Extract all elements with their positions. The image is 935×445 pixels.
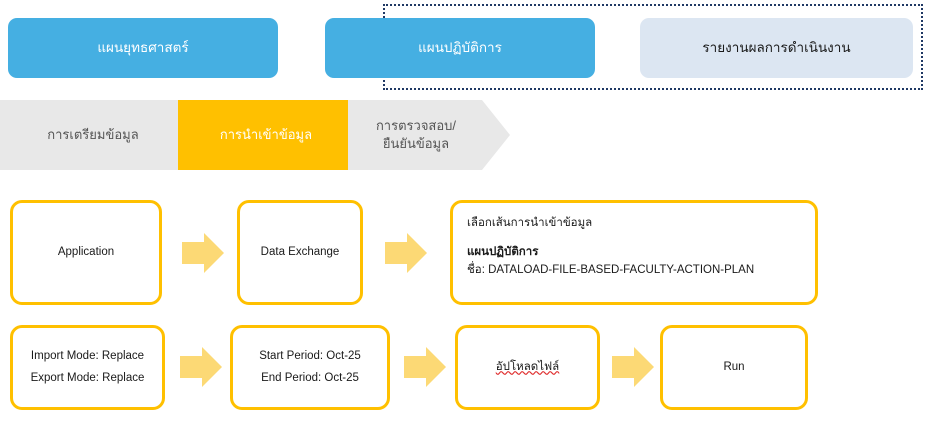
end-period-value: End Period: Oct-25 — [261, 371, 359, 384]
import-line-heading: เลือกเส้นการนำเข้าข้อมูล — [467, 217, 593, 229]
plan-selector-row: แผนยุทธศาสตร์ แผนปฏิบัติการ รายงานผลการด… — [0, 0, 935, 95]
step-prepare-data[interactable]: การเตรียมข้อมูล — [0, 100, 208, 170]
step-verify-data-line1: การตรวจสอบ/ — [375, 118, 457, 134]
arrow-head — [426, 347, 446, 387]
flow-box-application-label: Application — [57, 245, 115, 258]
tab-action-plan[interactable]: แผนปฏิบัติการ — [325, 18, 595, 78]
arrow-right-icon — [385, 233, 427, 273]
import-line-plan-name: แผนปฏิบัติการ — [467, 245, 539, 258]
export-mode-value: Export Mode: Replace — [30, 371, 145, 384]
arrow-shaft — [404, 356, 428, 378]
flow-box-run[interactable]: Run — [660, 325, 808, 410]
tab-progress-report-label: รายงานผลการดำเนินงาน — [702, 39, 851, 55]
arrow-shaft — [182, 242, 206, 264]
flow-box-data-exchange[interactable]: Data Exchange — [237, 200, 363, 305]
flow-box-upload-file-label: อัปโหลดไฟล์ — [495, 360, 560, 373]
flow-box-application[interactable]: Application — [10, 200, 162, 305]
arrow-head — [407, 233, 427, 273]
tab-strategic-plan[interactable]: แผนยุทธศาสตร์ — [8, 18, 278, 78]
flow-box-upload-file[interactable]: อัปโหลดไฟล์ — [455, 325, 600, 410]
arrow-right-icon — [612, 347, 654, 387]
arrow-right-icon — [180, 347, 222, 387]
arrow-head — [634, 347, 654, 387]
arrow-shaft — [612, 356, 636, 378]
flow-box-periods[interactable]: Start Period: Oct-25 End Period: Oct-25 — [230, 325, 390, 410]
step-verify-data-line2: ยืนยันข้อมูล — [382, 136, 450, 151]
start-period-value: Start Period: Oct-25 — [259, 349, 361, 362]
flow-box-data-exchange-label: Data Exchange — [260, 245, 340, 258]
arrow-head — [204, 233, 224, 273]
step-import-data-label: การนำเข้าข้อมูล — [219, 127, 313, 143]
tab-action-plan-label: แผนปฏิบัติการ — [418, 39, 502, 55]
arrow-right-icon — [182, 233, 224, 273]
flow-box-run-label: Run — [723, 360, 745, 373]
arrow-shaft — [180, 356, 204, 378]
flow-box-transfer-modes[interactable]: Import Mode: Replace Export Mode: Replac… — [10, 325, 165, 410]
step-prepare-data-label: การเตรียมข้อมูล — [47, 127, 139, 143]
workflow-step-bar: การเตรียมข้อมูล การนำเข้าข้อมูล การตรวจส… — [0, 100, 520, 170]
transfer-modes-stack: Import Mode: Replace Export Mode: Replac… — [13, 346, 162, 390]
import-mode-value: Import Mode: Replace — [30, 349, 145, 362]
periods-stack: Start Period: Oct-25 End Period: Oct-25 — [233, 346, 387, 390]
import-line-details: เลือกเส้นการนำเข้าข้อมูล แผนปฏิบัติการ ช… — [467, 215, 801, 279]
tab-strategic-plan-label: แผนยุทธศาสตร์ — [97, 39, 189, 55]
arrow-head — [202, 347, 222, 387]
step-import-data[interactable]: การนำเข้าข้อมูล — [178, 100, 378, 170]
step-verify-data[interactable]: การตรวจสอบ/ ยืนยันข้อมูล — [348, 100, 510, 170]
arrow-right-icon — [404, 347, 446, 387]
flow-box-import-line[interactable]: เลือกเส้นการนำเข้าข้อมูล แผนปฏิบัติการ ช… — [450, 200, 818, 305]
step-verify-data-label: การตรวจสอบ/ ยืนยันข้อมูล — [376, 117, 456, 152]
tab-progress-report[interactable]: รายงานผลการดำเนินงาน — [640, 18, 913, 78]
arrow-shaft — [385, 242, 409, 264]
import-line-job-name: ชื่อ: DATALOAD-FILE-BASED-FACULTY-ACTION… — [467, 263, 755, 276]
